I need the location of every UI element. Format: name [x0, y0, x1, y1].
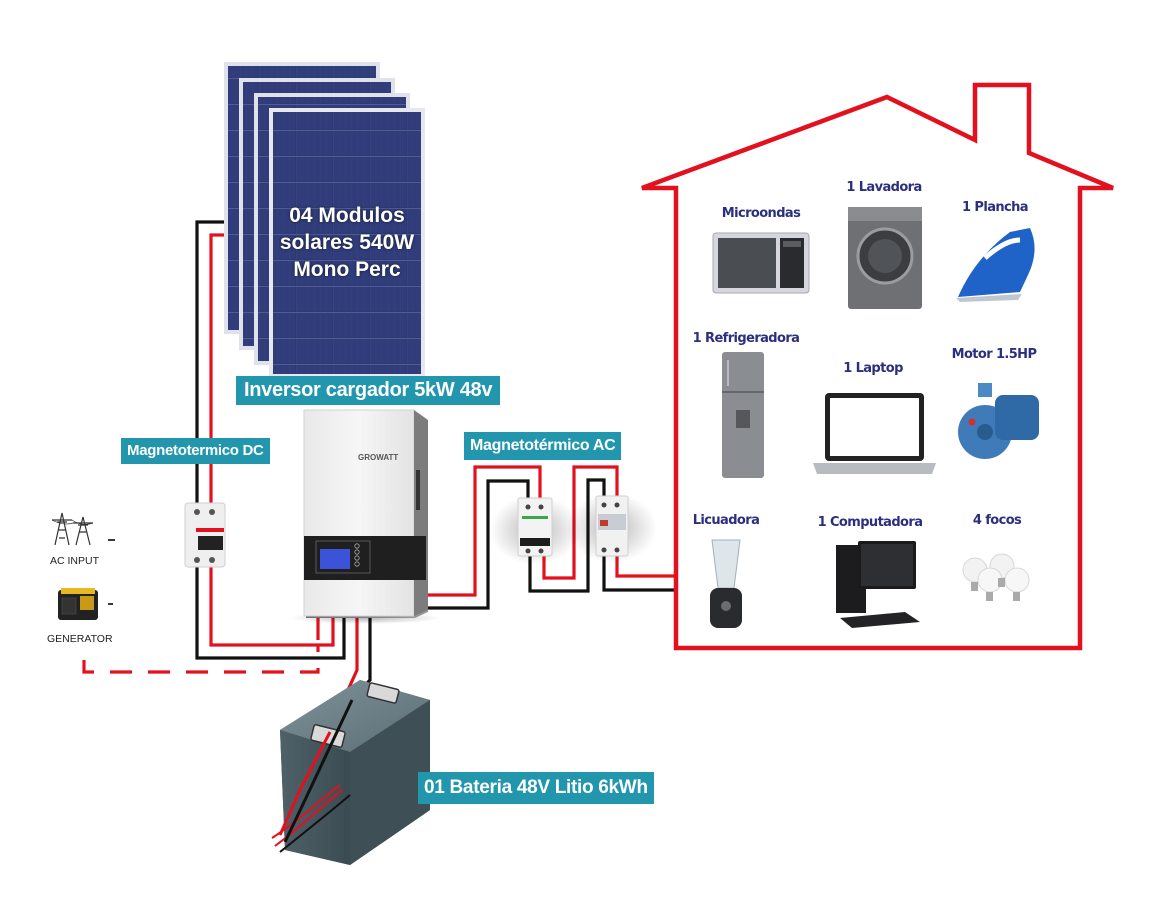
dc-breaker [184, 502, 226, 568]
appliance-label-laptop: 1 Laptop [843, 361, 903, 376]
appliance-label-refrigerator: 1 Refrigeradora [692, 331, 800, 346]
solar-panel-label-line: 04 Modulos [289, 204, 405, 227]
appliance-label-iron: 1 Plancha [962, 200, 1029, 215]
house-outline [641, 82, 1114, 651]
desktop-computer-icon [836, 541, 920, 628]
refrigerator-icon [722, 352, 764, 478]
wire-ac-out-neutral-1 [428, 479, 530, 610]
solar-panel-label-line: Mono Perc [293, 258, 401, 281]
generator-icon [58, 588, 98, 620]
ac-breaker-label: Magnetotérmico AC [464, 432, 622, 460]
ac-differential-breaker [567, 493, 657, 563]
appliance-label-pump: Motor 1.5HP [951, 347, 1037, 362]
inverter-brand-logo: GROWATT [358, 453, 398, 462]
appliance-label-blender: Licuadora [692, 513, 760, 528]
dc-breaker-label: Magnetotermico DC [121, 438, 270, 464]
appliance-label-washing-machine: 1 Lavadora [846, 180, 922, 195]
wire-house-neutral [602, 555, 676, 592]
solar-panel-label-line: solares 540W [279, 231, 415, 254]
solar-panel-label: 04 Modulos solares 540W Mono Perc [271, 202, 423, 283]
washing-machine-icon [848, 207, 922, 309]
wire-ac-out-line-1 [428, 465, 542, 597]
battery-label: 01 Bateria 48V Litio 6kWh [418, 772, 654, 804]
water-pump-icon [958, 383, 1039, 459]
microwave-icon [712, 232, 810, 294]
generator-label: GENERATOR [47, 633, 113, 645]
iron-icon [956, 228, 1035, 302]
appliance-label-bulbs: 4 focos [972, 513, 1022, 528]
ac-input-label: AC INPUT [50, 555, 100, 567]
appliance-label-computer: 1 Computadora [817, 515, 923, 530]
light-bulbs-icon [962, 553, 1030, 601]
wire-ac-input-dashed [82, 645, 320, 674]
inverter: GROWATT [290, 409, 440, 624]
wire-pv-positive [209, 233, 335, 647]
inverter-lcd-screen [320, 549, 350, 569]
battery [271, 680, 430, 865]
blender-icon [710, 539, 742, 628]
wire-pv-negative [195, 220, 346, 660]
laptop-icon [813, 393, 936, 474]
power-tower-icon [51, 512, 94, 546]
solar-panel-array [224, 62, 425, 378]
appliance-label-microwave: Microondas [721, 206, 801, 221]
ac-breaker-main [490, 495, 580, 565]
inverter-label: Inversor cargador 5kW 48v [236, 376, 501, 405]
solar-panel [269, 108, 425, 378]
